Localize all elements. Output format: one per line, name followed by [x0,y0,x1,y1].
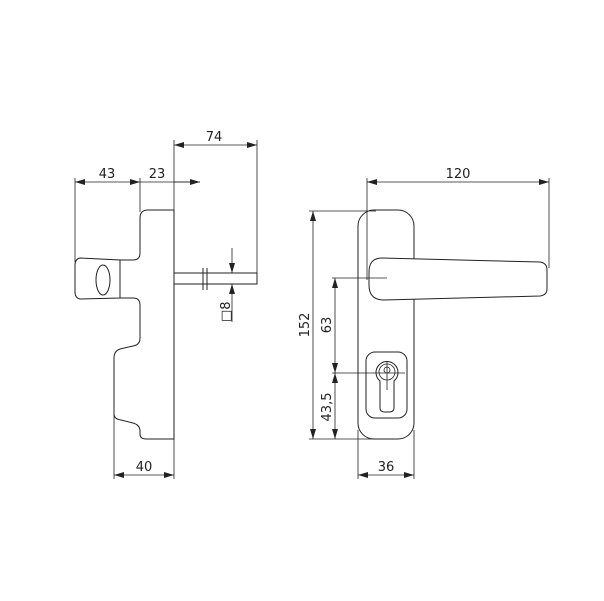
dim-120: 120 [446,167,471,182]
side-plate-outline [113,209,175,440]
dim-square-8: □8 [219,301,234,322]
rose-knob [74,257,121,300]
lever-handle [368,257,548,301]
cylinder-escutcheon [365,351,408,419]
dim-43-5: 43,5 [320,393,335,422]
dim-74: 74 [206,130,223,145]
dim-23: 23 [149,167,166,182]
dim-40: 40 [136,460,153,475]
front-view: 120 152 63 43,5 36 [298,167,550,479]
dim-36: 36 [378,460,395,475]
side-view: 74 43 23 □8 40 [74,130,258,479]
dim-63: 63 [320,317,335,334]
cylinder-profile [375,361,399,413]
rose-oval [95,264,111,296]
dim-43: 43 [99,167,116,182]
front-plate [357,209,415,440]
spindle [173,272,258,285]
dim-152: 152 [298,313,313,338]
